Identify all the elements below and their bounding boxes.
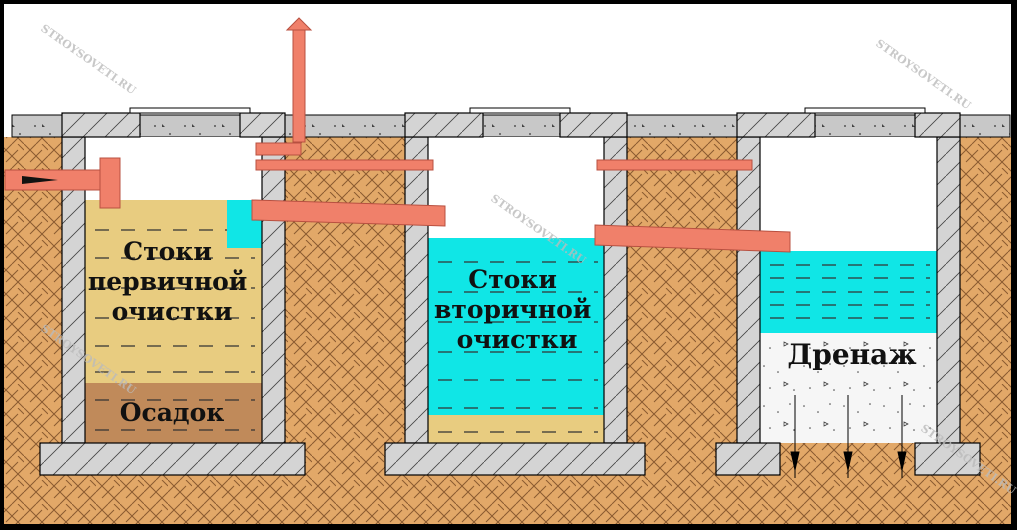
sediment — [85, 383, 262, 443]
drainage-label: Дренаж — [787, 338, 916, 371]
secondary-label: Стоки вторичной очистки — [434, 265, 600, 354]
primary-label: Стоки первичной очистки — [88, 237, 256, 326]
flow-arrow-icon — [22, 176, 58, 184]
footing — [39, 442, 306, 476]
overflow-pipe-1 — [251, 199, 446, 227]
footing — [384, 442, 646, 476]
vent-cap-icon — [285, 17, 313, 31]
seepage-arrows — [790, 395, 907, 478]
tank-drainage — [715, 107, 981, 478]
tank-secondary — [384, 107, 646, 476]
vent-pipe — [292, 29, 306, 143]
ground-surface — [11, 114, 1011, 138]
overflow-pipe-2 — [594, 224, 791, 253]
pipes — [4, 17, 791, 253]
tank-primary — [39, 107, 306, 476]
sediment-label: Осадок — [120, 398, 225, 427]
footing — [914, 442, 981, 476]
secondary-liquid — [428, 238, 604, 415]
footing — [715, 442, 781, 476]
